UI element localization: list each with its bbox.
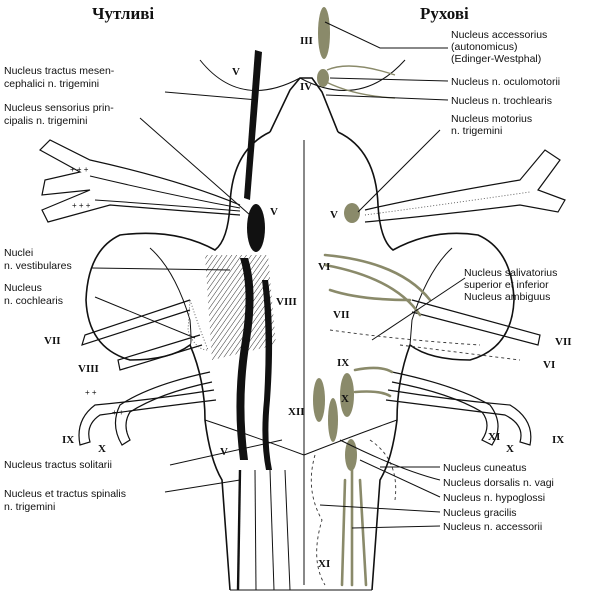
cranial-nerve-numerals: III IV V V V VI VII VIII IX X XII V XI V… [44,35,572,570]
label-accessorii: Nucleus n. accessorii [443,521,542,533]
hypoglossal-nucleus-upper [313,378,325,422]
solitary-tract-nucleus [262,280,273,470]
numeral-xi: XI [318,558,330,570]
label-gracilis: Nucleus gracilis [443,507,517,519]
ambiguus-nucleus [340,373,354,417]
left-leader-lines [91,91,283,493]
numeral-vii-left: VII [44,335,61,347]
numeral-ix-right: IX [552,434,564,446]
label-tractus-solitarii: Nucleus tractus solitarii [4,459,112,471]
principal-sensory-nucleus [247,204,265,252]
spinal-tract-v [236,469,242,591]
left-trigeminal-branches: + + + + + + [39,139,241,223]
numeral-xi-right: XI [488,431,500,443]
label-vestibulares: Nuclei n. vestibulares [4,247,72,272]
numeral-v-right: V [330,209,338,221]
label-trochlearis: Nucleus n. trochlearis [451,95,552,107]
numeral-v-low: V [220,446,228,458]
numeral-xii: XII [288,406,305,418]
right-leader-lines [319,21,466,529]
mesencephalic-tract-nucleus [244,50,262,200]
motor-header: Рухові [420,4,469,23]
label-cochlearis: Nucleus n. cochlearis [4,282,63,307]
numeral-x-right: X [506,443,514,455]
label-sensorius-principalis: Nucleus sensorius prin- cipalis n. trige… [4,102,117,127]
label-cuneatus: Nucleus cuneatus [443,462,526,474]
label-oculomotorii: Nucleus n. oculomotorii [451,76,560,88]
numeral-vi: VI [318,261,330,273]
label-hypoglossi: Nucleus n. hypoglossi [443,492,545,504]
oculomotor-nucleus [317,69,329,87]
sensory-nuclei [187,50,291,591]
right-labels: Nucleus accessorius (autonomicus) (Eding… [443,29,560,533]
motor-trigeminal-nucleus [344,203,360,223]
label-motorius-trigemini: Nucleus motorius n. trigemini [451,113,535,137]
numeral-v-left: V [270,206,278,218]
svg-text:+ +: + + [85,388,97,397]
label-accessorius-autonomicus: Nucleus accessorius (autonomicus) (Eding… [451,29,550,65]
svg-text:+ + +: + + + [70,165,89,174]
numeral-v-top: V [232,66,240,78]
svg-text:+ +: + + [112,408,124,417]
label-salivatorius: Nucleus salivatorius superior et inferio… [464,267,560,303]
numeral-x-inner: X [341,393,349,405]
vestibular-nuclei [205,255,276,360]
cochlear-nucleus [187,299,209,351]
abducens-fibers [323,253,432,302]
numeral-iii: III [300,35,313,47]
label-tractus-mesencephalici: Nucleus tractus mesen- cephalici n. trig… [4,65,117,90]
numeral-x-left: X [98,443,106,455]
dorsal-vagal-nucleus [328,398,338,442]
label-dorsalis-vagi: Nucleus dorsalis n. vagi [443,477,554,489]
spinal-trigeminal-nucleus [236,258,254,460]
numeral-ix-inner: IX [337,357,349,369]
left-lateral-nerves: + + + + [78,299,217,446]
numeral-iv: IV [300,81,312,93]
sensory-header: Чутливі [92,4,154,23]
left-labels: Nucleus tractus mesen- cephalici n. trig… [4,65,129,513]
numeral-viii-inner: VIII [276,296,297,308]
edinger-westphal-nucleus [318,7,330,59]
numeral-vii-inner: VII [333,309,350,321]
right-lateral-nerves [385,299,541,446]
label-spinalis-trigemini: Nucleus et tractus spinalis n. trigemini [4,488,129,513]
numeral-ix-left: IX [62,434,74,446]
right-trigeminal-branch [364,149,566,223]
svg-text:+ + +: + + + [72,201,91,210]
numeral-viii-left: VIII [78,363,99,375]
numeral-vii-right: VII [555,336,572,348]
numeral-vi-right: VI [543,359,555,371]
motor-nuclei [310,7,481,587]
